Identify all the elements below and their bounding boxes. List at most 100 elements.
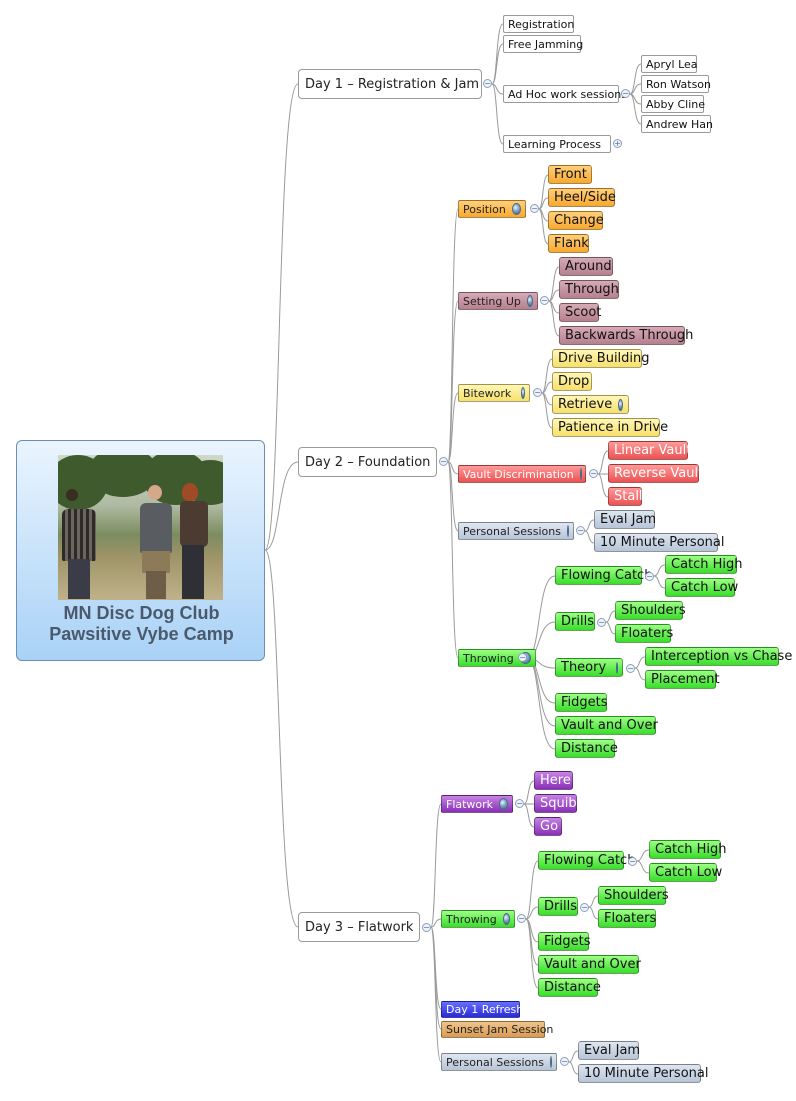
collapse-drills-icon[interactable]: − [580, 903, 589, 912]
bitework-drive-node[interactable]: Drive Building [552, 349, 650, 368]
collapse-drills-icon[interactable]: − [597, 618, 606, 627]
collapse-personal-icon[interactable]: − [576, 526, 585, 535]
collapse-personal-icon[interactable]: − [560, 1057, 569, 1066]
eval-jam-node[interactable]: Eval Jam [594, 510, 656, 529]
person-node[interactable]: Abby Cline [641, 95, 705, 113]
position-change-node[interactable]: Change [548, 211, 604, 230]
registration-node[interactable]: Registration [503, 15, 574, 33]
position-flank-node[interactable]: Flank [548, 234, 589, 253]
adhoc-sessions-node[interactable]: Ad Hoc work sessions [503, 85, 627, 103]
setting-up-backwards-node[interactable]: Backwards Through [559, 326, 693, 345]
distance-node[interactable]: Distance [538, 978, 601, 997]
interception-node[interactable]: Interception vs Chase [645, 647, 792, 666]
drills-node[interactable]: Drills [555, 612, 595, 631]
connector-line [653, 575, 666, 589]
flatwork-go-node[interactable]: Go [534, 817, 562, 836]
setting-up-through-node[interactable]: Through [559, 280, 619, 299]
sunset-jam-node[interactable]: Sunset Jam Session [441, 1021, 553, 1038]
vault-and-over-node[interactable]: Vault and Over [555, 716, 658, 735]
expand-learning-icon[interactable]: + [613, 139, 622, 148]
person-node[interactable]: Andrew Han [641, 115, 713, 133]
globe-icon [499, 798, 508, 810]
collapse-day1-icon[interactable]: − [483, 79, 492, 88]
collapse-position-icon[interactable]: − [530, 204, 539, 213]
learning-process-node[interactable]: Learning Process [503, 135, 611, 153]
connector-line [447, 461, 459, 532]
day2-topic[interactable]: Day 2 – Foundation [298, 447, 437, 477]
collapse-throwing-icon[interactable]: − [518, 653, 527, 662]
collapse-throwing-icon[interactable]: − [517, 914, 526, 923]
collapse-day3-icon[interactable]: − [422, 923, 431, 932]
connector-line [653, 564, 666, 577]
flatwork-squib-node[interactable]: Squib [534, 794, 577, 813]
vault-discrimination-node[interactable]: Vault Discrimination [458, 465, 586, 483]
floaters-node[interactable]: Floaters [615, 624, 673, 643]
collapse-bitework-icon[interactable]: − [533, 388, 542, 397]
globe-icon [566, 525, 569, 537]
floaters-node[interactable]: Floaters [598, 909, 656, 928]
eval-jam-node[interactable]: Eval Jam [578, 1041, 640, 1060]
bitework-patience-node[interactable]: Patience in Drive [552, 418, 668, 437]
free-jamming-node[interactable]: Free Jamming [503, 35, 583, 53]
connector-line [491, 43, 504, 85]
fidgets-node[interactable]: Fidgets [555, 693, 608, 712]
collapse-adhoc-icon[interactable]: − [621, 89, 630, 98]
vault-stall-node[interactable]: Stall [608, 487, 643, 506]
fidgets-node[interactable]: Fidgets [538, 932, 591, 951]
bitework-node[interactable]: Bitework [458, 384, 530, 402]
setting-up-node[interactable]: Setting Up [458, 292, 538, 310]
central-topic[interactable]: MN Disc Dog Club Pawsitive Vybe Camp [16, 440, 265, 661]
connector-line [588, 906, 599, 920]
ten-minute-personal-node[interactable]: 10 Minute Personal [578, 1064, 708, 1083]
connector-line [634, 656, 646, 669]
drills-node[interactable]: Drills [538, 897, 578, 916]
catch-high-node[interactable]: Catch High [665, 555, 743, 574]
setting-up-scoot-node[interactable]: Scoot [559, 303, 601, 322]
collapse-flatwork-icon[interactable]: − [515, 799, 524, 808]
setting-up-around-node[interactable]: Around [559, 257, 613, 276]
theory-node[interactable]: Theory [555, 658, 623, 677]
bitework-retrieve-node[interactable]: Retrieve [552, 395, 629, 414]
placement-node[interactable]: Placement [645, 670, 720, 689]
day1-refresh-node[interactable]: Day 1 Refresh [441, 1001, 523, 1018]
ten-minute-personal-node[interactable]: 10 Minute Personal [594, 533, 724, 552]
connector-line [447, 392, 459, 463]
connector-line [264, 461, 299, 551]
collapse-flowing-catch-icon[interactable]: − [628, 857, 637, 866]
flowing-catch-node[interactable]: Flowing Catch [555, 566, 652, 585]
personal-sessions-node[interactable]: Personal Sessions [441, 1053, 557, 1071]
vault-linear-node[interactable]: Linear Vault [608, 441, 691, 460]
connector-line [526, 657, 556, 750]
flatwork-here-node[interactable]: Here [534, 771, 573, 790]
vault-and-over-node[interactable]: Vault and Over [538, 955, 641, 974]
person-node[interactable]: Apryl Lea [641, 55, 698, 73]
position-node[interactable]: Position [458, 200, 526, 218]
position-heel-node[interactable]: Heel/Side [548, 188, 616, 207]
catch-low-node[interactable]: Catch Low [649, 863, 722, 882]
shoulders-node[interactable]: Shoulders [615, 601, 686, 620]
distance-node[interactable]: Distance [555, 739, 618, 758]
globe-icon [521, 387, 525, 399]
vault-reverse-node[interactable]: Reverse Vault [608, 464, 703, 483]
person-node[interactable]: Ron Watson [641, 75, 711, 93]
catch-low-node[interactable]: Catch Low [665, 578, 738, 597]
day3-topic[interactable]: Day 3 – Flatwork [298, 912, 420, 942]
collapse-vault-icon[interactable]: − [589, 469, 598, 478]
throwing-node[interactable]: Throwing [441, 910, 515, 928]
flowing-catch-node[interactable]: Flowing Catch [538, 851, 635, 870]
personal-sessions-node[interactable]: Personal Sessions [458, 522, 574, 540]
catch-high-node[interactable]: Catch High [649, 840, 727, 859]
collapse-theory-icon[interactable]: − [626, 664, 635, 673]
day1-topic[interactable]: Day 1 – Registration & Jam [298, 69, 482, 99]
collapse-setting-up-icon[interactable]: − [540, 296, 549, 305]
connector-line [525, 860, 539, 920]
collapse-flowing-catch-icon[interactable]: − [645, 572, 654, 581]
collapse-day2-icon[interactable]: − [439, 457, 448, 466]
connector-line [526, 575, 556, 659]
flatwork-node[interactable]: Flatwork [441, 795, 513, 813]
shoulders-node[interactable]: Shoulders [598, 886, 669, 905]
connector-line [629, 93, 642, 105]
position-front-node[interactable]: Front [548, 165, 592, 184]
bitework-drop-node[interactable]: Drop [552, 372, 592, 391]
connector-line [447, 461, 459, 475]
